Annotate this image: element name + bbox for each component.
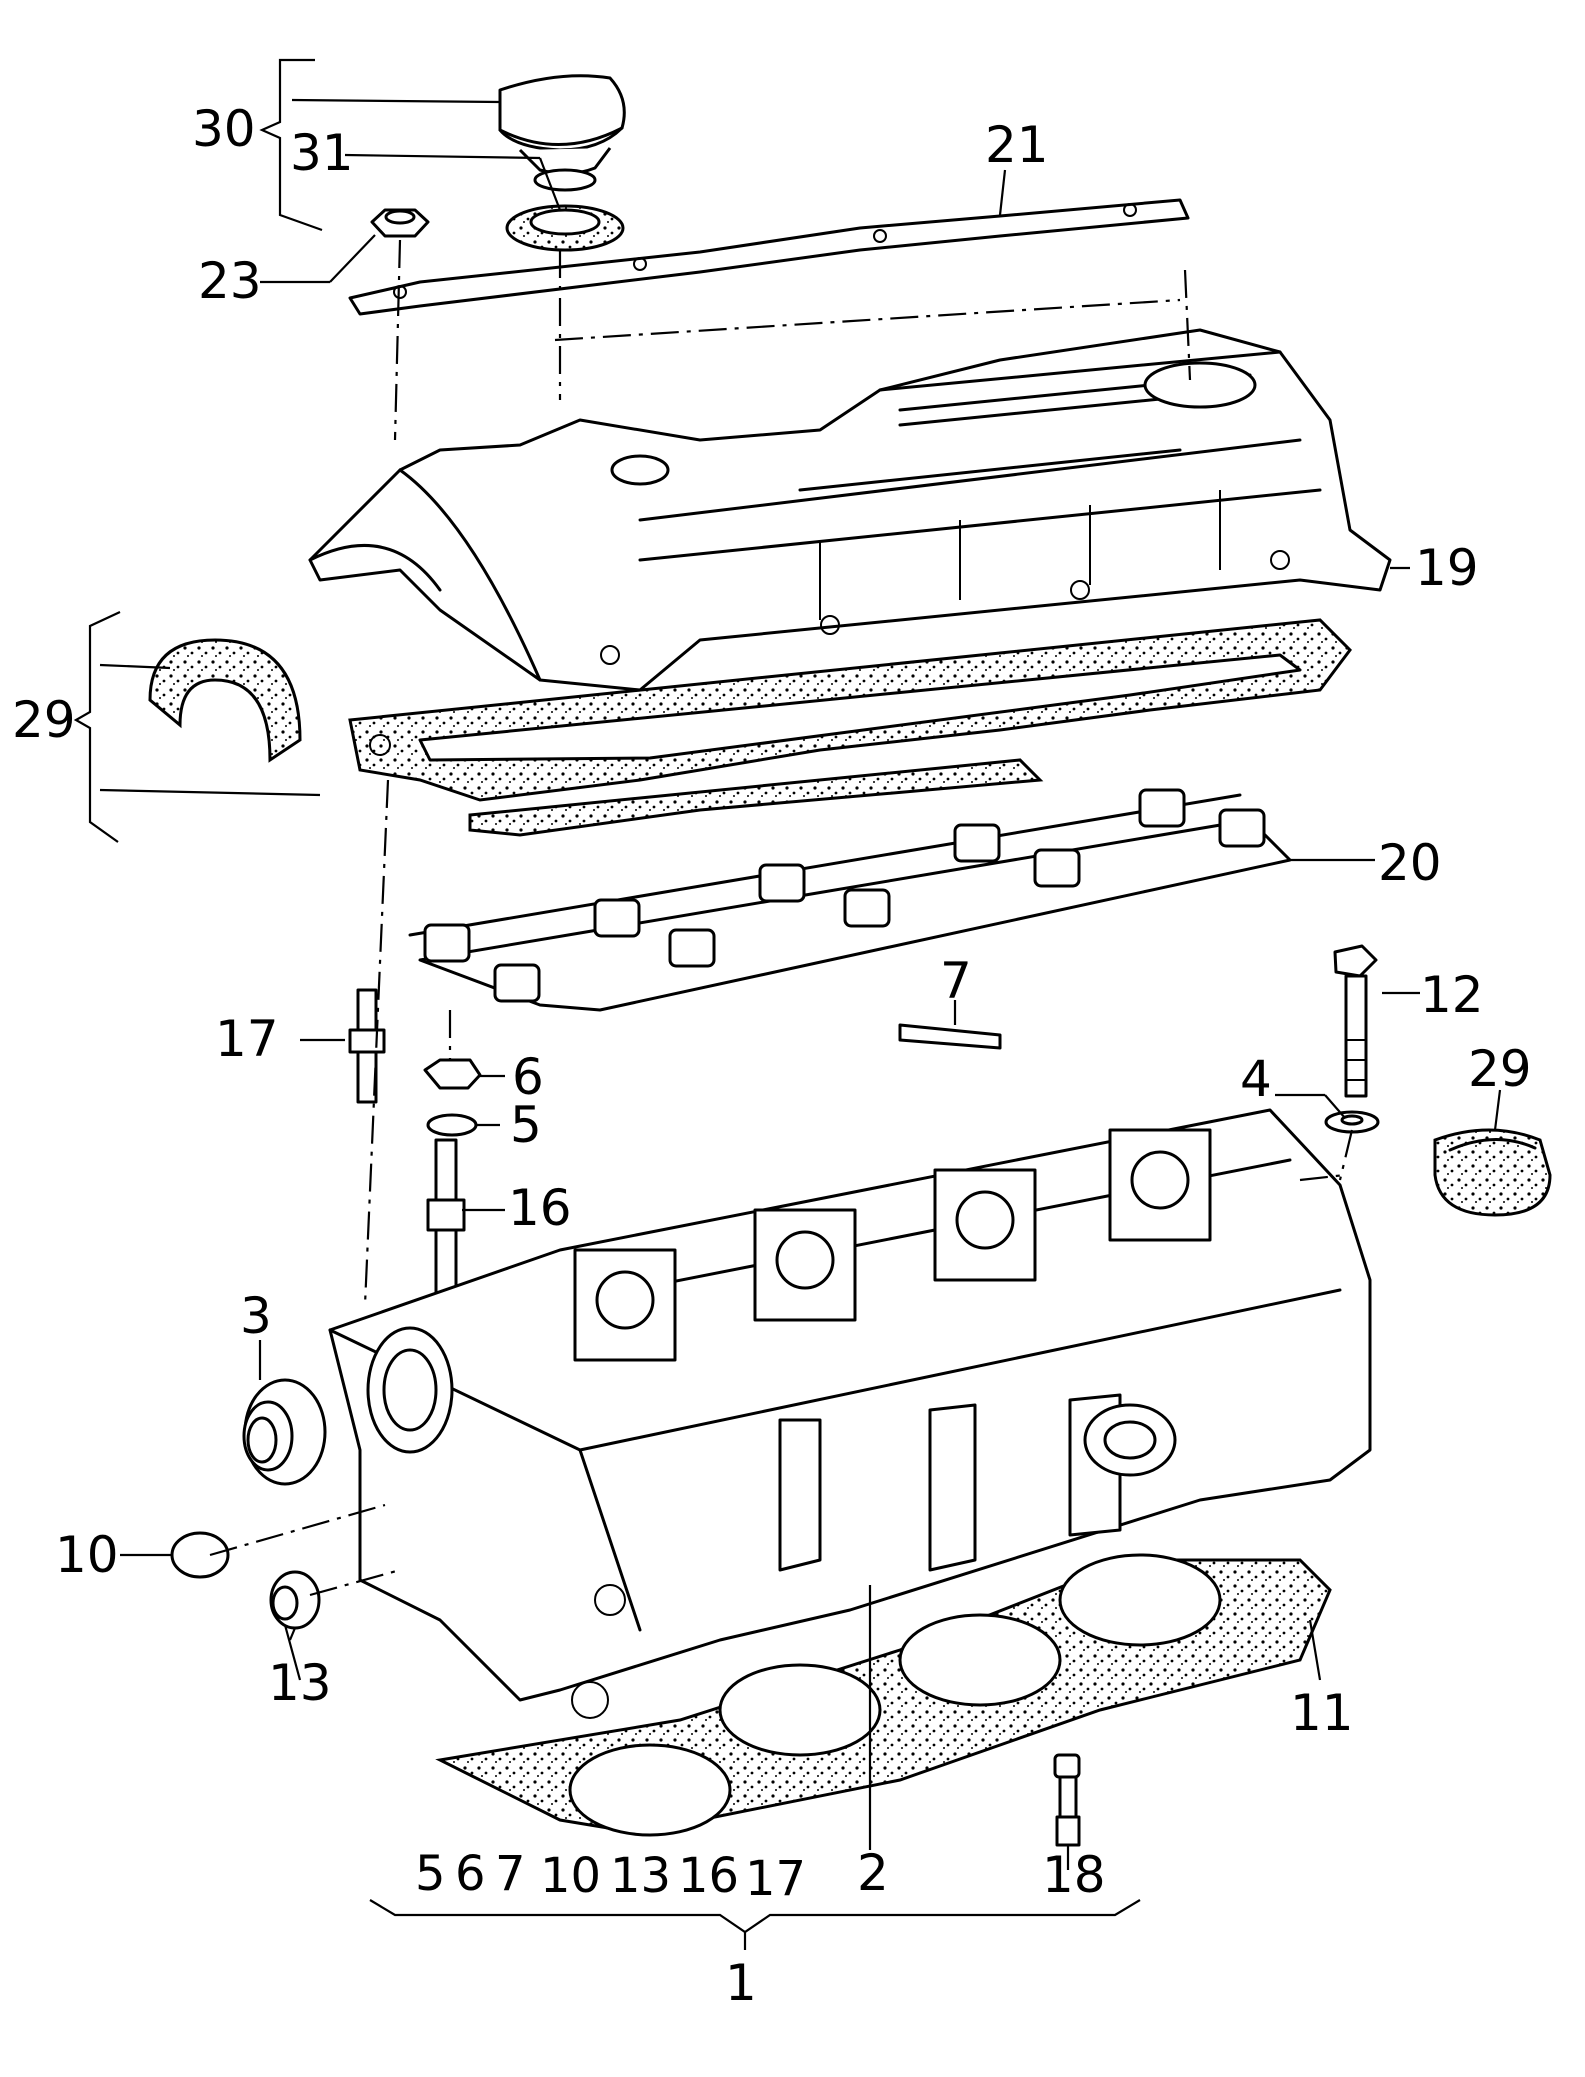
oil-filler-cap [498,74,626,192]
plug-10 [170,1531,230,1579]
stud-16 [426,1138,466,1302]
stud-17 [348,988,386,1104]
part-label-19: 19 [1415,539,1479,597]
part-label-6: 6 [512,1048,544,1106]
part-label-10: 10 [55,1526,119,1584]
cover-gasket [348,618,1352,837]
kit-item-13: 13 [610,1848,671,1904]
part-label-29-lower: 29 [1468,1040,1532,1098]
camshaft-oil-seal [242,1378,327,1486]
bracket-30 [259,58,501,232]
part-label-21: 21 [985,116,1049,174]
cylinder-head-cover [308,328,1392,692]
kit-contents-list: 5 6 7 10 13 16 17 [415,1846,806,1907]
part-label-31: 31 [290,124,354,182]
nut-6 [423,1058,482,1090]
washer-4 [1324,1110,1380,1134]
kit-item-6: 6 [455,1846,486,1902]
part-label-30: 30 [192,100,256,158]
part-label-20: 20 [1378,834,1442,892]
oil-filler-seal [505,204,625,252]
part-label-13: 13 [268,1654,332,1712]
part-label-4: 4 [1240,1050,1272,1108]
half-moon-seal-upper [148,638,302,763]
part-label-29-upper: 29 [12,691,76,749]
kit-item-10: 10 [540,1848,601,1904]
assembly-axis-lines [209,239,1354,1597]
part-label-3: 3 [240,1287,272,1345]
part-label-12: 12 [1420,966,1484,1024]
kit-item-5: 5 [415,1846,446,1902]
half-moon-seal-lower [1433,1128,1552,1217]
part-label-11: 11 [1290,1684,1354,1742]
part-label-18: 18 [1042,1846,1106,1904]
nut-part [370,208,430,238]
kit-item-17: 17 [745,1851,806,1907]
kit-bracket-1 [369,1899,1141,1950]
part-label-1: 1 [725,1954,757,2012]
cylinder-head-body [328,1108,1372,1719]
sealing-plug-13 [269,1570,321,1630]
bracket-29 [73,611,321,843]
part-label-16: 16 [508,1179,572,1237]
part-label-2: 2 [857,1844,889,1902]
part-label-5: 5 [510,1096,542,1154]
part-label-23: 23 [198,252,262,310]
kit-item-7: 7 [495,1846,526,1902]
washer-5 [426,1113,478,1137]
camshaft-bearing-bridge [408,788,1292,1012]
stud-7 [898,1023,1002,1050]
temperature-sender-18 [1053,1753,1081,1847]
part-number-labels: 30 31 21 23 19 29 20 12 17 7 6 29 4 5 16… [12,100,1532,2012]
kit-item-16: 16 [678,1848,739,1904]
part-label-17: 17 [215,1010,279,1068]
cylinder-head-gasket [435,1553,1332,1837]
bolt-12 [1333,944,1378,1098]
reinforcement-strip [348,198,1190,316]
leader-lines [120,153,1502,1870]
part-label-7: 7 [940,952,972,1010]
